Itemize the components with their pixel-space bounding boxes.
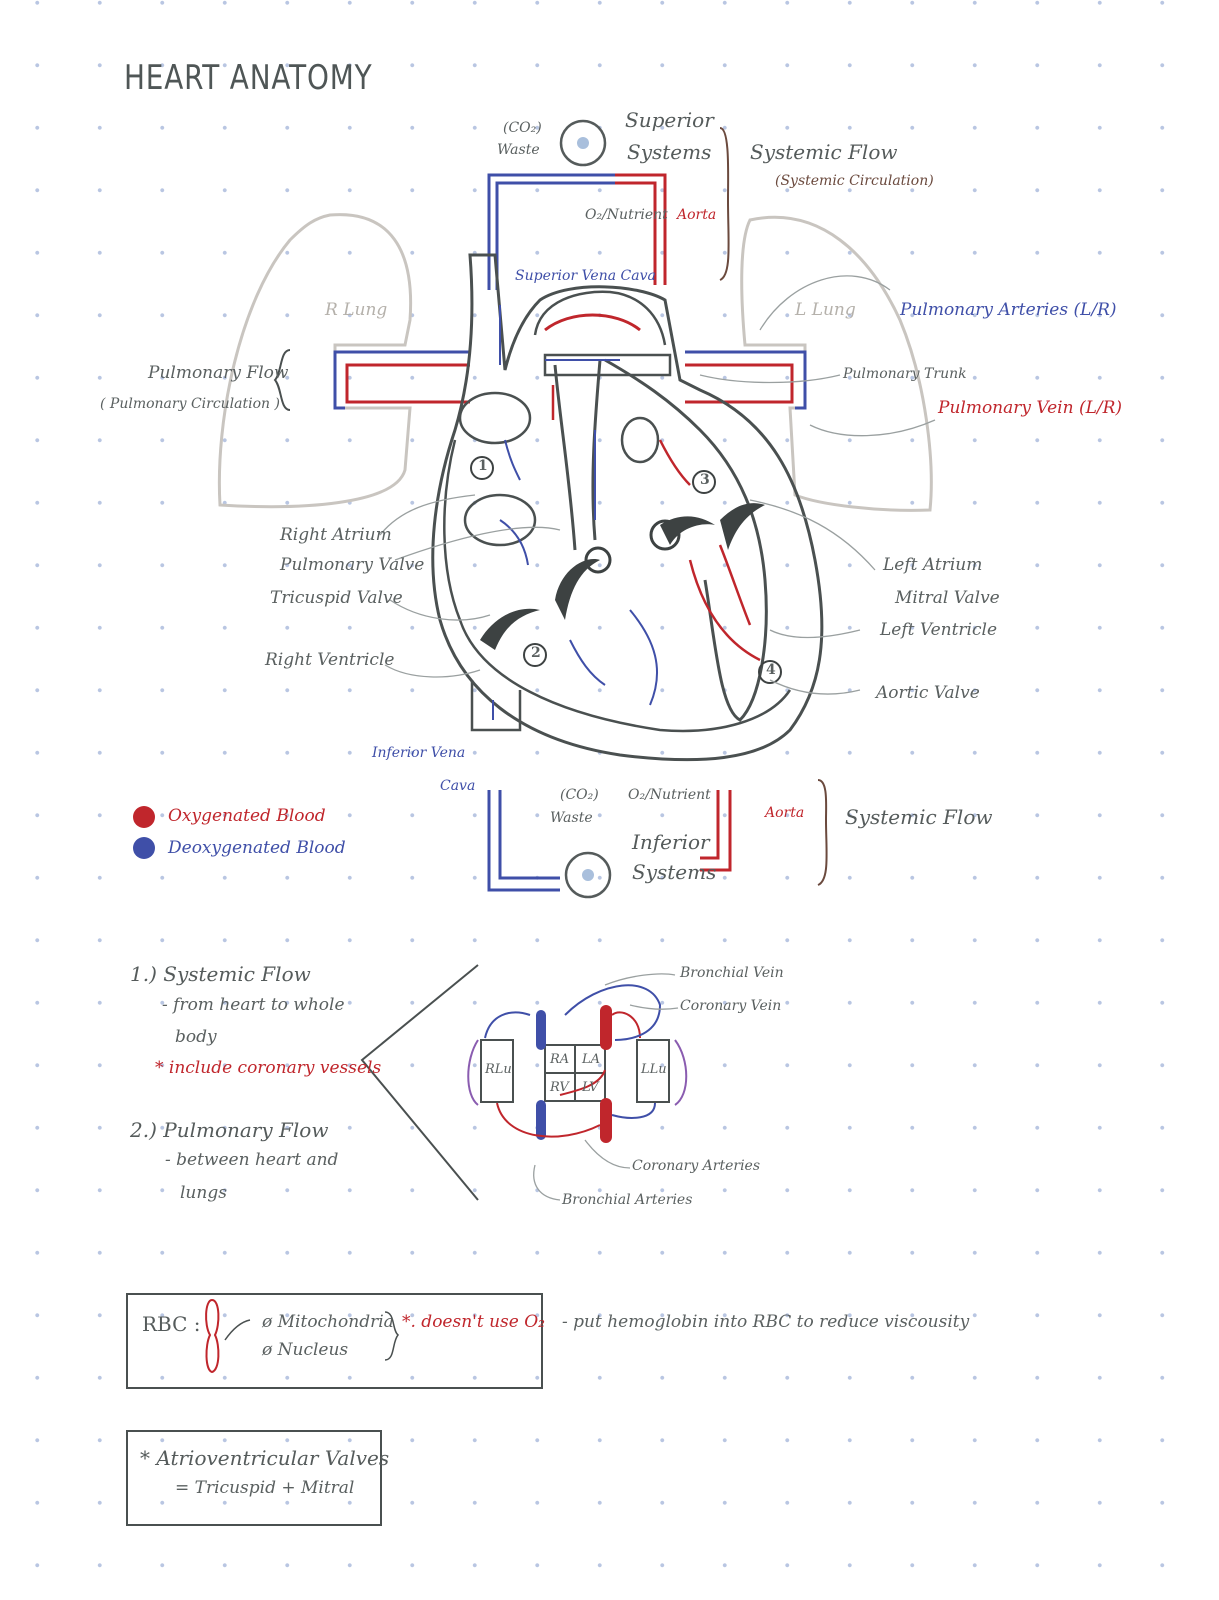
coronary-arteries-label: Coronary Arteries (632, 1158, 761, 1174)
top-ox-vessel (615, 173, 667, 285)
rbc-box (126, 1293, 543, 1389)
mitral-valve-label: Mitral Valve (895, 588, 1000, 608)
rbc-note: *. doesn't use O₂ (402, 1312, 545, 1332)
number-3: 3 (700, 472, 710, 488)
pulmonary-deox-right (685, 350, 807, 410)
bronchial-arteries-label: Bronchial Arteries (562, 1192, 693, 1208)
pulmonary-circulation-label: ( Pulmonary Circulation ) (100, 396, 280, 412)
ivc-label-line2: Cava (440, 778, 476, 794)
note-1-line1: - from heart to whole (162, 995, 345, 1015)
inferior-systems-dot (582, 869, 594, 881)
septum (553, 359, 602, 551)
mini-rv: RV (550, 1080, 569, 1095)
left-ventricle-label: Left Ventricle (880, 620, 998, 640)
tricuspid-valve-label: Tricuspid Valve (270, 588, 403, 608)
note-2-line2: lungs (180, 1183, 227, 1203)
rbc-side-note: - put hemoglobin into RBC to reduce visc… (562, 1312, 970, 1332)
bottom-waste-label: Waste (550, 810, 593, 826)
right-atrium-label: Right Atrium (280, 525, 392, 545)
bottom-deox-vessel-inner (498, 790, 560, 880)
rbc-mito: ø Mitochondria (262, 1312, 394, 1332)
top-systemic-flow-label: Systemic Flow (750, 140, 898, 164)
mini-la: LA (582, 1052, 601, 1067)
tricuspid-valve-shape (555, 559, 600, 620)
r-lung-label: R Lung (325, 300, 388, 320)
bottom-ox-vessel (700, 790, 732, 872)
number-1: 1 (478, 458, 488, 474)
pulmonary-ox-left (345, 363, 470, 404)
legend-deoxygenated-label: Deoxygenated Blood (168, 838, 346, 858)
av-valves-title: * Atrioventricular Valves (140, 1446, 390, 1470)
pulmonary-trunk-label: Pulmonary Trunk (843, 366, 967, 382)
legend-oxygenated-label: Oxygenated Blood (168, 806, 326, 826)
av-valves-line: = Tricuspid + Mitral (175, 1478, 355, 1498)
aortic-arch (533, 290, 667, 346)
note-2-line1: - between heart and (165, 1150, 339, 1170)
mini-lv: LV (582, 1080, 599, 1095)
mitral-valve-shape (720, 503, 765, 550)
superior-systems-dot (577, 137, 589, 149)
note-1-line2: body (175, 1027, 217, 1047)
rbc-sketch (205, 1298, 220, 1374)
superior-systems-label: Systems (627, 140, 712, 164)
pulmonary-flow-label: Pulmonary Flow (148, 363, 289, 383)
mini-rlu: RLu (485, 1062, 512, 1077)
av-valves-box (126, 1430, 382, 1526)
top-systemic-circulation-label: (Systemic Circulation) (775, 173, 934, 189)
bottom-ox-vessel-inner (700, 790, 720, 860)
mini-llu: LLu (641, 1062, 667, 1077)
l-lung-label: L Lung (795, 300, 856, 320)
note-1-title: 1.) Systemic Flow (130, 962, 311, 986)
top-ox-vessel-inner (615, 181, 657, 285)
bottom-o2-label: O₂/Nutrient (628, 787, 711, 803)
number-2: 2 (531, 645, 541, 661)
superior-label: Superior (625, 108, 714, 132)
pulmonary-arteries-label: Pulmonary Arteries (L/R) (900, 300, 1117, 320)
note-1-line3: * include coronary vessels (155, 1058, 382, 1078)
page-title: HEART ANATOMY (124, 58, 373, 98)
pulmonary-deox-left (333, 350, 470, 410)
pulmonary-vein-label: Pulmonary Vein (L/R) (938, 398, 1123, 418)
superior-systems-circle (559, 119, 607, 167)
coronary-vein-label: Coronary Vein (680, 998, 782, 1014)
svc-label: Superior Vena Cava (515, 268, 656, 284)
bracket-pointer (360, 964, 479, 1201)
aortic-valve-label: Aortic Valve (876, 683, 980, 703)
pulmonary-valve-label: Pulmonary Valve (280, 555, 425, 575)
number-4: 4 (766, 662, 776, 678)
top-deox-vessel (495, 181, 615, 290)
top-deox-vessel-outer (487, 173, 615, 290)
pulmonary-ox-right (685, 363, 794, 404)
rbc-nucleus: ø Nucleus (262, 1340, 349, 1360)
top-waste-label: Waste (497, 142, 540, 158)
legend-deoxygenated-dot (133, 837, 155, 859)
inferior-systems-circle (564, 851, 612, 899)
bottom-deox-vessel (487, 790, 560, 892)
left-atrium-label: Left Atrium (883, 555, 983, 575)
right-lung-outline (217, 213, 413, 509)
bottom-aorta-label: Aorta (765, 805, 805, 821)
left-lung-outline (740, 215, 933, 512)
ivc-label-line1: Inferior Vena (372, 745, 466, 761)
inferior-label: Inferior (632, 830, 710, 854)
bronchial-vein-label: Bronchial Vein (680, 965, 784, 981)
legend-oxygenated-dot (133, 806, 155, 828)
bottom-systemic-flow-label: Systemic Flow (845, 805, 993, 829)
right-ventricle-label: Right Ventricle (265, 650, 395, 670)
top-o2-label: O₂/Nutrient (585, 207, 668, 223)
note-2-title: 2.) Pulmonary Flow (130, 1118, 329, 1142)
heart-outline (431, 253, 824, 762)
inferior-systems-label: Systems (632, 860, 717, 884)
mini-ra: RA (550, 1052, 570, 1067)
top-co2-label: (CO₂) (503, 120, 542, 136)
top-aorta-label: Aorta (677, 207, 717, 223)
rbc-label: RBC : (142, 1312, 201, 1336)
bottom-co2-label: (CO₂) (560, 787, 599, 803)
